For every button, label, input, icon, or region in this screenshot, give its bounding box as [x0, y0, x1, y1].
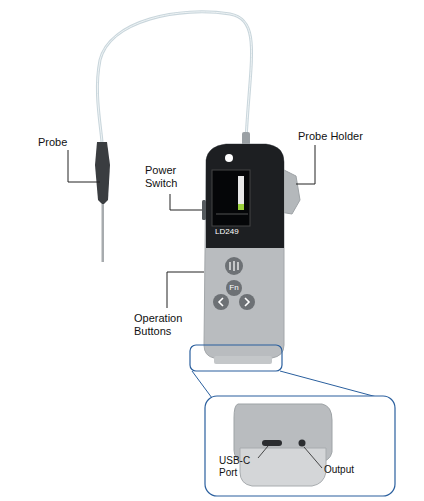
leader-line: [304, 447, 322, 468]
port-cover: [240, 448, 326, 486]
screen-bar-level: [238, 204, 244, 210]
part-label: Probe: [38, 136, 88, 149]
leader-line: [296, 145, 315, 184]
device-end: [214, 356, 272, 364]
probe-cable: [97, 12, 251, 142]
leader-line: [170, 194, 202, 210]
zoom-highlight: [190, 345, 282, 371]
screen-text: LD249: [215, 227, 249, 237]
arrow-icon: [245, 298, 249, 306]
probe-rod: [102, 204, 105, 262]
zoom-inset: [205, 396, 395, 496]
leader-line: [167, 272, 204, 308]
logo-mark: [225, 154, 233, 162]
screen: [212, 170, 250, 226]
arrow-icon: [219, 298, 223, 306]
probe-handle: [95, 142, 110, 205]
button-text: Fn: [224, 283, 244, 293]
output-jack: [299, 440, 306, 447]
part-label: Output: [324, 464, 374, 476]
probe-cable-highlight: [97, 12, 251, 142]
leader-line: [68, 150, 100, 182]
button: [239, 294, 255, 310]
usb-c-port: [262, 440, 282, 446]
zoom-line: [192, 371, 212, 398]
button: [225, 257, 243, 275]
device-top-panel: [206, 144, 284, 248]
part-label: Operation Buttons: [134, 312, 204, 338]
leader-line: [258, 446, 268, 458]
part-label: Probe Holder: [298, 130, 388, 143]
power-switch: [202, 200, 206, 220]
device-body: [204, 144, 284, 358]
screen-bar: [238, 176, 244, 210]
screen-divider: [216, 214, 248, 215]
part-label: Power Switch: [145, 164, 193, 190]
part-label: USB-C Port: [219, 455, 259, 479]
button-icon: [230, 261, 238, 271]
button: [213, 294, 229, 310]
